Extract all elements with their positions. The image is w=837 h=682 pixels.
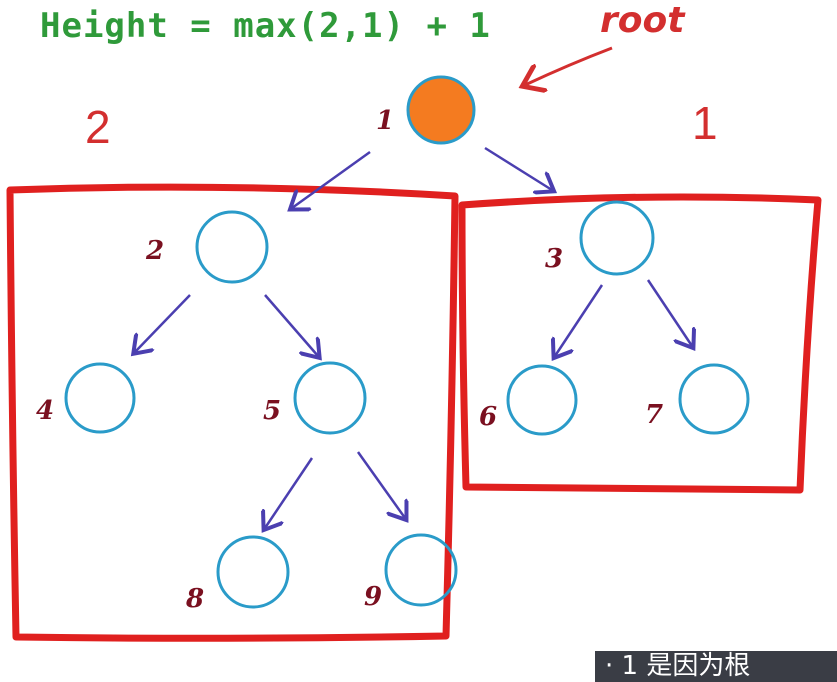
node-4 bbox=[64, 362, 136, 434]
node-label-5: 5 bbox=[263, 396, 282, 426]
node-9 bbox=[384, 533, 458, 607]
edge-3-7 bbox=[646, 279, 692, 346]
node-label-3: 3 bbox=[545, 244, 564, 274]
right-subtree-box bbox=[458, 193, 822, 494]
node-label-7: 7 bbox=[645, 400, 664, 430]
node-label-2: 2 bbox=[146, 236, 165, 266]
node-label-9: 9 bbox=[364, 582, 383, 612]
edge-5-8 bbox=[265, 457, 314, 528]
edge-3-6 bbox=[555, 284, 604, 356]
node-label-6: 6 bbox=[479, 402, 498, 432]
edge-5-9 bbox=[356, 451, 405, 518]
node-6 bbox=[506, 364, 578, 436]
node-5 bbox=[293, 361, 367, 435]
tree-nodes bbox=[64, 75, 750, 609]
node-label-1: 1 bbox=[376, 106, 395, 136]
subtitle-bar: · 1 是因为根 bbox=[595, 651, 837, 682]
right-subtree-height: 1 bbox=[692, 97, 718, 149]
edge-1-2 bbox=[292, 150, 371, 208]
root-pointer-arrow bbox=[525, 46, 613, 85]
left-subtree-height: 2 bbox=[85, 101, 111, 153]
edge-2-4 bbox=[135, 294, 191, 352]
root-annotation: root bbox=[600, 0, 685, 41]
node-8 bbox=[216, 535, 290, 609]
node-7 bbox=[678, 363, 750, 435]
edge-2-5 bbox=[264, 294, 318, 356]
node-1-root bbox=[406, 75, 476, 145]
height-formula: Height = max(2,1) + 1 bbox=[40, 6, 491, 46]
edge-1-3 bbox=[484, 146, 552, 190]
tree-edges bbox=[135, 146, 692, 528]
node-label-4: 4 bbox=[36, 396, 55, 426]
left-subtree-box bbox=[6, 183, 459, 642]
node-3 bbox=[579, 200, 655, 276]
node-2 bbox=[195, 210, 269, 284]
node-label-8: 8 bbox=[186, 584, 205, 614]
